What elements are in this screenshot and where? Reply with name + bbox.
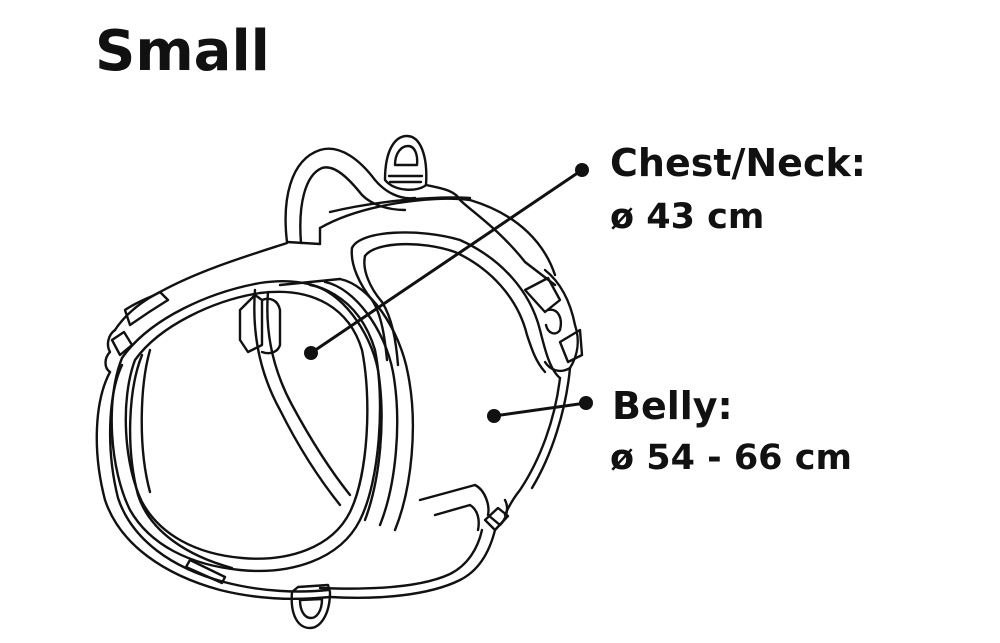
size-title: Small	[95, 19, 270, 84]
chest-neck-label: Chest/Neck:	[610, 141, 866, 185]
chest-pointer	[304, 163, 589, 360]
d-ring-top-icon	[383, 134, 428, 191]
d-ring-bottom-icon	[290, 583, 332, 630]
belly-label: Belly:	[612, 384, 733, 428]
belly-pointer	[487, 396, 593, 423]
belly-value: ø 54 - 66 cm	[610, 438, 852, 478]
chest-neck-value: ø 43 cm	[610, 197, 765, 237]
side-buckle-right-icon	[523, 268, 584, 373]
side-buckle-left-icon	[104, 290, 170, 374]
chest-ring-icon	[110, 280, 382, 573]
